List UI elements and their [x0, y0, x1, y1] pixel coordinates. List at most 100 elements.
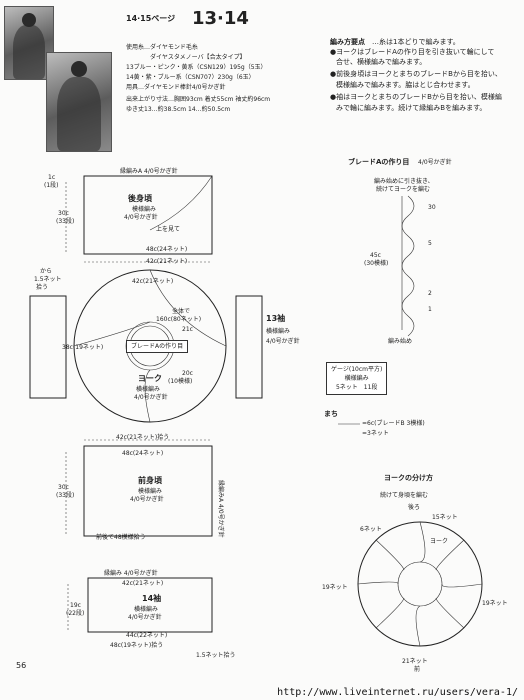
spec-line: 13ブルー・ピンク・黄系（CSN129）195g（5玉） — [126, 64, 267, 71]
model-photo-14 — [46, 52, 112, 152]
yoke-hook: 4/0号かぎ針 — [134, 394, 168, 401]
instruction-line: ●前後身頃はヨークとまちのブレードBから目を拾い、 — [330, 70, 502, 78]
yoke-div-15: 15ネット — [432, 514, 458, 521]
gusset-formula2: =3ネット — [362, 430, 389, 437]
model-photo-13 — [4, 6, 54, 80]
gusset-title: まち — [324, 410, 338, 418]
yoke-div-6: 6ネット — [360, 526, 382, 533]
front-body-shape — [83, 445, 213, 537]
braid-center-label: ブレードAの作り目 — [126, 340, 189, 353]
dim-42c-yoke: 42c(21ネット) — [132, 278, 174, 285]
from-label: から — [40, 268, 53, 275]
braid-a-note2: 続けてヨークを編む — [376, 186, 431, 193]
yoke-div-21: 21ネット — [402, 658, 428, 665]
braid-a-end: 編み始め — [388, 338, 413, 345]
instruction-line: ●袖はヨークとまちのブレードBから目を拾い、模様編 — [330, 93, 502, 101]
dim-33r: (33段) — [56, 218, 75, 225]
instructions-intro: …糸は1本どりで編みます。 — [372, 38, 460, 46]
pick-label: 拾う — [36, 284, 49, 291]
instruction-line: みで輪に編みます。続けて縁編みBを編みます。 — [336, 104, 487, 112]
gauge-line1: 横様編み — [344, 375, 369, 382]
yoke-div-title: ヨークの分け方 — [384, 474, 433, 482]
yoke-div-front: 前 — [414, 666, 421, 673]
sleeve13-hook: 4/0号かぎ針 — [266, 338, 300, 345]
sleeve14-edge: 縁編み 4/0号かぎ針 — [104, 570, 158, 577]
yoke-div-19a: 19ネット — [322, 584, 348, 591]
dim-42c-front: 42c(21ネット)拾う — [116, 434, 170, 441]
sleeve14-stitch: 横様編み — [134, 606, 159, 613]
sleeve14-shape — [87, 577, 213, 633]
sleeve14-44c: 44c(22ネット) — [126, 632, 168, 639]
spec-line: 用具…ダイヤモンド棒針4/0号かぎ針 — [126, 84, 226, 91]
yoke-title: ヨーク — [138, 374, 162, 383]
back-stitch: 模様編み — [132, 206, 157, 213]
sleeve14-pick: 1.5ネット拾う — [196, 652, 236, 659]
front-hook: 4/0号かぎ針 — [130, 496, 164, 503]
braid-a-hook: 4/0号かぎ針 — [418, 159, 452, 166]
dim-48c: 48c(24ネット) — [146, 246, 188, 253]
sleeve14-22r: (22段) — [66, 610, 85, 617]
instruction-line: 模様編みで編みます。脇はとじ合わせます。 — [336, 81, 475, 89]
yoke-div-back: 後ろ — [408, 504, 421, 511]
sleeve-left-shape — [29, 295, 67, 399]
sleeve14-title: 14袖 — [142, 594, 162, 603]
braid-a-size2: (30模様) — [364, 260, 389, 267]
sleeve14-19c: 19c — [70, 602, 81, 609]
sleeve-right-shape — [235, 295, 263, 399]
dim-1r: (1段) — [44, 182, 59, 189]
yoke-div-top: 続けて身頃を編む — [380, 492, 429, 499]
pick-15-label: 1.5ネット — [34, 276, 62, 283]
sleeve13-title: 13袖 — [266, 314, 286, 323]
page-ref: 14·15ページ — [126, 14, 176, 23]
sleeve14-hook: 4/0号かぎ針 — [128, 614, 162, 621]
front-stitch: 模様編み — [138, 488, 163, 495]
gauge-box: ゲージ(10cm平方) 横様編み 5ネット 11段 — [326, 362, 388, 395]
dim-42c: 42c(21ネット) — [146, 258, 188, 265]
around-label: 全体で — [172, 308, 191, 315]
source-url[interactable]: http://www.liveinternet.ru/users/vera-1/ — [277, 687, 518, 698]
edge-a-label: 縁編みA 4/0号かぎ針 — [120, 168, 178, 175]
yoke-div-yoke: ヨーク — [430, 538, 449, 545]
dim-21c: 21c — [182, 326, 193, 333]
spec-line: ゆき丈13…約38.5cm 14…約50.5cm — [126, 106, 231, 113]
braid-a-title: ブレードAの作り目 — [348, 158, 410, 166]
braid-a-30: 30 — [428, 204, 436, 211]
dim-48c-front: 48c(24ネット) — [122, 450, 164, 457]
front-pick-note: 前後で48模様拾う — [96, 534, 146, 541]
braid-a-1: 1 — [428, 306, 432, 313]
back-body-shape — [83, 175, 213, 255]
gauge-title: ゲージ(10cm平方) — [331, 366, 383, 373]
dim-33r-front: (33段) — [56, 492, 75, 499]
dim-30c-front: 30c — [58, 484, 69, 491]
sleeve14-42c: 42c(21ネット) — [122, 580, 164, 587]
spec-line: 14黄・紫・ブルー系（CSN707）230g（6玉） — [126, 74, 255, 81]
dim-10p: (10模様) — [168, 378, 193, 385]
dim-30c: 30c — [58, 210, 69, 217]
spec-line: ダイヤスタメノーバ【合太タイプ】 — [150, 54, 246, 61]
dim-1c: 1c — [48, 174, 56, 181]
sleeve14-48c: 48c(19ネット)拾う — [110, 642, 164, 649]
around-value: 160c(80ネット) — [156, 316, 202, 323]
spec-line: 使用糸…ダイヤモンド毛糸 — [126, 44, 198, 51]
gusset-formula: =6c(ブレードB 3模様) — [362, 420, 425, 427]
braid-a-5: 5 — [428, 240, 432, 247]
pattern-number: 13·14 — [192, 8, 249, 29]
dim-38c: 38c(19ネット) — [62, 344, 104, 351]
instructions-title: 編み方要点 — [330, 38, 365, 46]
back-title: 後身頃 — [128, 194, 152, 203]
braid-a-2: 2 — [428, 290, 432, 297]
braid-a-size: 45c — [370, 252, 381, 259]
yoke-stitch: 横様編み — [136, 386, 161, 393]
spec-line: 出来上がり寸法…胸囲93cm 着丈55cm 袖丈約96cm — [126, 96, 271, 103]
page-number: 56 — [16, 661, 27, 670]
front-title: 前身頃 — [138, 476, 162, 485]
yoke-div-19b: 19ネット — [482, 600, 508, 607]
sleeve13-stitch: 横様編み — [266, 328, 291, 335]
edge-a2-label: 縁編みA 4/0号かぎ針 — [217, 480, 224, 538]
gauge-line2: 5ネット 11段 — [335, 384, 378, 391]
instruction-line: ●ヨークはブレードAの作り目を引き抜いて輪にして — [330, 48, 495, 56]
back-hook: 4/0号かぎ針 — [124, 214, 158, 221]
instruction-line: 合せ、横様編みで編みます。 — [336, 58, 427, 66]
braid-a-note1: 編み始めに引き抜き、 — [374, 178, 434, 185]
